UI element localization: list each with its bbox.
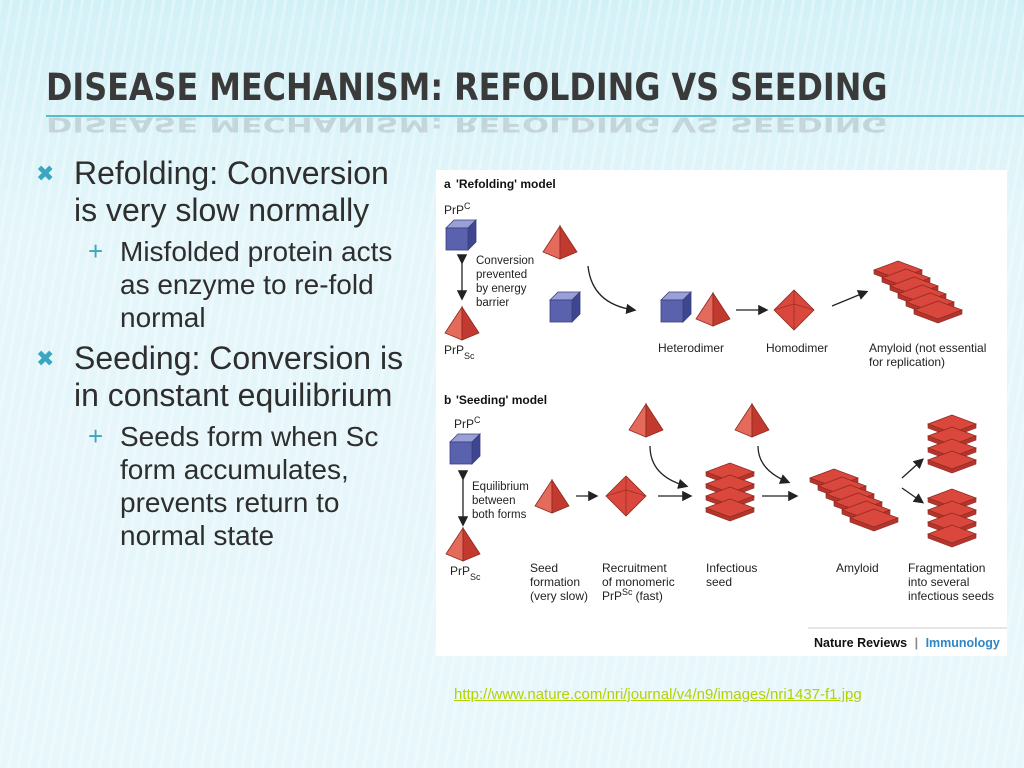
heterodimer-cube-icon xyxy=(660,291,692,323)
equilibrium-text: Equilibrium between both forms xyxy=(472,481,532,521)
bullet-text: Seeding: Conversion is in constant equil… xyxy=(74,340,404,413)
fragment-seed-icon xyxy=(927,488,977,548)
prion-model-figure: a 'Refolding' model PrPC PrPSc Conversio… xyxy=(436,170,1007,656)
amyloid-fibril-icon xyxy=(809,468,899,532)
panel-a-prpc-label: PrPC xyxy=(444,201,471,217)
bullet-refolding: ✖ Refolding: Conversion is very slow nor… xyxy=(36,155,416,229)
homodimer-icon xyxy=(773,289,815,331)
panel-a-heading: 'Refolding' model xyxy=(456,177,556,191)
slide-title: DISEASE MECHANISM: REFOLDING VS SEEDING xyxy=(46,66,888,109)
panel-b: b 'Seeding' model PrPC PrPSc Equilibrium… xyxy=(444,393,994,603)
amyloid-fibril-icon xyxy=(873,260,963,324)
credit-journal: Nature Reviews | Immunology xyxy=(814,636,1000,650)
homodimer-label: Homodimer xyxy=(766,341,828,355)
bullet-list: ✖ Refolding: Conversion is very slow nor… xyxy=(36,155,416,558)
arrow-icon xyxy=(901,487,925,504)
panel-b-prpsc-label: PrPSc xyxy=(450,564,481,582)
recruitment-label: Recruitment of monomeric PrPSc(fast) xyxy=(602,561,678,603)
prpc-cube-icon xyxy=(445,219,477,251)
heterodimer-pyramid-icon xyxy=(695,292,731,327)
barrier-text: Conversion prevented by energy barrier xyxy=(476,255,537,309)
x-mark-icon: ✖ xyxy=(36,346,55,371)
curved-arrow-icon xyxy=(587,265,637,315)
plus-icon: + xyxy=(88,236,104,266)
title-area: DISEASE MECHANISM: REFOLDING VS SEEDING … xyxy=(46,64,1006,136)
subbullet-text: Misfolded protein acts as enzyme to re-f… xyxy=(120,236,393,333)
amyloid-b-label: Amyloid xyxy=(836,561,879,575)
prpc-cube-icon xyxy=(549,291,581,323)
title-divider xyxy=(46,115,1024,117)
subbullet-text: Seeds form when Sc form accumulates, pre… xyxy=(120,421,379,551)
curved-arrow-icon xyxy=(757,445,791,484)
arrow-icon xyxy=(831,290,869,307)
prpsc-pyramid-icon xyxy=(628,403,664,438)
panel-b-heading: 'Seeding' model xyxy=(456,393,547,407)
panel-b-prpc-label: PrPC xyxy=(454,415,481,431)
seed-dimer-icon xyxy=(605,475,647,517)
panel-a-letter: a xyxy=(444,177,451,191)
fragment-seed-icon xyxy=(927,414,977,474)
seed-label: Seed formation (very slow) xyxy=(530,561,588,603)
panel-a-prpsc-label: PrPSc xyxy=(444,343,475,361)
prpsc-pyramid-icon xyxy=(734,403,770,438)
panel-b-letter: b xyxy=(444,393,451,407)
curved-arrow-icon xyxy=(649,445,689,489)
arrow-icon xyxy=(901,458,924,479)
infectious-seed-icon xyxy=(705,462,755,522)
prpsc-pyramid-icon xyxy=(444,306,480,341)
prpsc-pyramid-icon xyxy=(445,527,481,562)
prpc-cube-icon xyxy=(449,433,481,465)
bullet-seeding: ✖ Seeding: Conversion is in constant equ… xyxy=(36,340,416,414)
infectious-label: Infectious seed xyxy=(706,561,761,589)
seed-pyramid-icon xyxy=(534,479,570,514)
panel-a: a 'Refolding' model PrPC PrPSc Conversio… xyxy=(444,177,990,369)
heterodimer-label: Heterodimer xyxy=(658,341,724,355)
figure-svg: a 'Refolding' model PrPC PrPSc Conversio… xyxy=(444,177,1007,650)
plus-icon: + xyxy=(88,421,104,451)
amyloid-label: Amyloid (not essential for replication) xyxy=(869,341,990,369)
subbullet-misfolded: + Misfolded protein acts as enzyme to re… xyxy=(36,235,416,334)
source-link[interactable]: http://www.nature.com/nri/journal/v4/n9/… xyxy=(454,686,862,703)
x-mark-icon: ✖ xyxy=(36,161,55,186)
fragmentation-label: Fragmentation into several infectious se… xyxy=(908,561,994,603)
subbullet-seeds: + Seeds form when Sc form accumulates, p… xyxy=(36,420,416,552)
prpsc-pyramid-icon xyxy=(542,225,578,260)
bullet-text: Refolding: Conversion is very slow norma… xyxy=(74,155,389,228)
